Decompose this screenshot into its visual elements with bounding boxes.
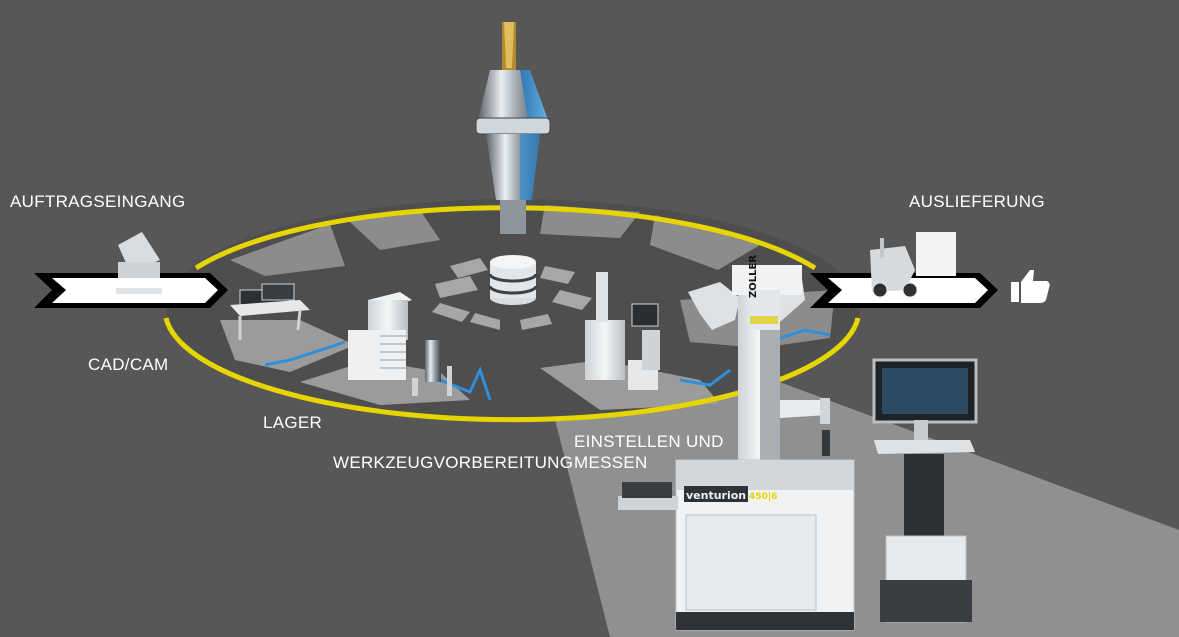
database-icon (488, 255, 538, 305)
presetter-machine (618, 265, 855, 631)
machine-brand-label: ZOLLER (748, 254, 759, 298)
presetter-small-icon (585, 272, 660, 390)
process-ring (163, 317, 861, 423)
control-terminal (872, 358, 978, 623)
forklift-icon (870, 232, 956, 298)
tool-holder-icon (475, 22, 551, 234)
station-label-einstellen-messen: EINSTELLEN UND MESSEN (574, 431, 724, 474)
workstation-icon (230, 283, 310, 340)
station-label-einstellen-line2: MESSEN (574, 453, 648, 473)
storage-cabinet-icon (348, 292, 452, 396)
machine-model-suffix: 450|6 (749, 492, 778, 502)
station-label-werkzeugvorbereitung: WERKZEUGVORBEREITUNG (333, 453, 574, 472)
order-documents-icon (116, 232, 162, 294)
station-label-lager: LAGER (263, 413, 323, 432)
machine-model-name: venturion (686, 489, 747, 502)
station-label-auslieferung: AUSLIEFERUNG (909, 192, 1045, 211)
thumbs-up-icon (1011, 270, 1050, 303)
station-label-einstellen-line1: EINSTELLEN UND (574, 432, 724, 451)
inner-segments (432, 258, 592, 330)
station-label-auftragseingang: AUFTRAGSEINGANG (10, 192, 186, 211)
station-label-cad-cam: CAD/CAM (88, 355, 169, 374)
